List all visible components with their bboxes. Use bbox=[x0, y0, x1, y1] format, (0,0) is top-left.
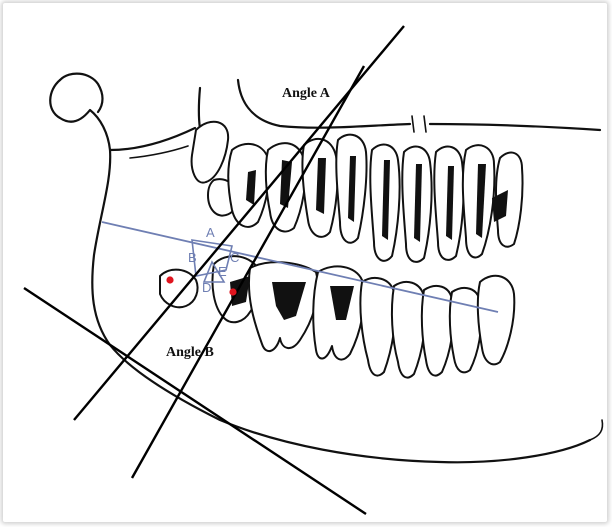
angle-a-label: Angle A bbox=[282, 86, 331, 101]
angle-b-label: Angle B bbox=[166, 345, 214, 360]
point-e-label: E bbox=[218, 264, 227, 279]
point-c-label: C bbox=[230, 250, 239, 265]
point-b-label: B bbox=[188, 250, 197, 265]
point-d-label: D bbox=[202, 280, 211, 295]
marker-dot-second-molar bbox=[229, 288, 236, 295]
marker-dot-third-molar bbox=[166, 276, 173, 283]
upper-teeth bbox=[228, 135, 522, 262]
point-a-label: A bbox=[206, 225, 215, 240]
